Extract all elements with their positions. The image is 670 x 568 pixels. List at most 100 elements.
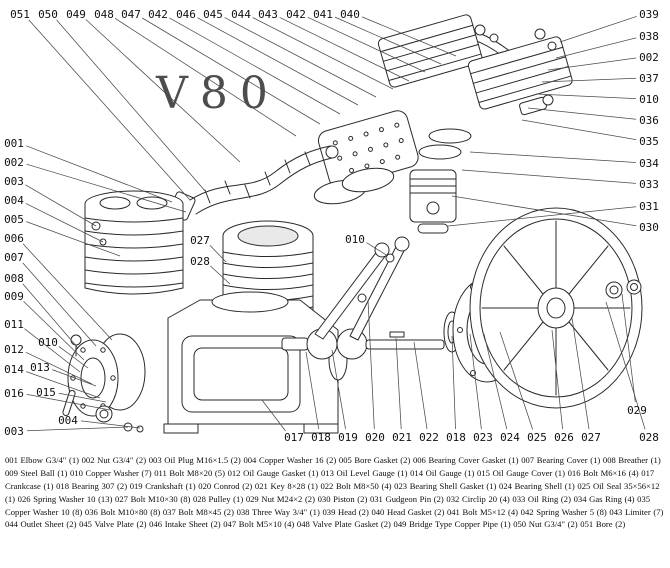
callout-013: 013 <box>30 361 50 374</box>
leader-line-022 <box>413 341 428 430</box>
leader-line-007 <box>22 262 97 347</box>
callout-046: 046 <box>176 8 196 21</box>
leader-line-018 <box>305 351 320 430</box>
callout-028: 028 <box>639 431 659 444</box>
callout-036: 036 <box>639 114 659 127</box>
leader-line-003 <box>26 426 129 432</box>
callout-049: 049 <box>66 8 86 21</box>
leader-lines <box>22 16 646 432</box>
callout-027: 027 <box>190 234 210 247</box>
callout-026: 026 <box>554 431 574 444</box>
conrod-drawing <box>314 236 410 341</box>
callout-012: 012 <box>4 343 24 356</box>
leader-line-036 <box>527 107 637 120</box>
parts-list: 001 Elbow G3/4" (1) 002 Nut G3/4" (2) 00… <box>5 455 664 530</box>
callout-003: 003 <box>4 175 24 188</box>
key-icon <box>389 331 405 338</box>
leader-line-047 <box>142 17 321 125</box>
leader-line-040 <box>361 16 457 57</box>
callout-024: 024 <box>500 431 520 444</box>
leader-line-002 <box>547 57 637 71</box>
callout-014: 014 <box>4 363 24 376</box>
gas-ring-icon <box>418 144 462 160</box>
callout-019: 019 <box>338 431 358 444</box>
leader-line-042 <box>169 17 341 115</box>
valve-plate-drawing <box>317 110 419 188</box>
leader-line-041 <box>334 16 442 65</box>
callout-041: 041 <box>313 8 333 21</box>
leader-line-006 <box>22 243 113 341</box>
leader-line-046 <box>197 17 359 106</box>
callout-042: 042 <box>148 8 168 21</box>
callout-048: 048 <box>94 8 114 21</box>
callout-004: 004 <box>58 414 78 427</box>
leader-line-017 <box>261 399 286 432</box>
callout-016: 016 <box>4 387 24 400</box>
leader-line-018 <box>451 335 456 430</box>
leader-line-050 <box>56 19 207 193</box>
leader-line-002 <box>26 163 187 213</box>
callout-030: 030 <box>639 221 659 234</box>
callout-003: 003 <box>4 425 24 438</box>
cylinder-head-left-drawing <box>377 14 483 88</box>
callout-008: 008 <box>4 272 24 285</box>
leader-line-028 <box>605 301 646 430</box>
callout-029: 029 <box>627 404 647 417</box>
head-gaskets-drawing <box>313 167 395 205</box>
callout-005: 005 <box>4 213 24 226</box>
cylinder-head-right-drawing <box>467 36 573 110</box>
callout-010: 010 <box>38 336 58 349</box>
leader-line-010 <box>535 93 637 99</box>
leader-line-043 <box>279 17 410 82</box>
leader-line-010 <box>366 242 389 257</box>
leader-line-011 <box>24 328 81 373</box>
callout-018: 018 <box>446 431 466 444</box>
leader-line-014 <box>26 371 101 399</box>
callout-035: 035 <box>639 135 659 148</box>
leader-line-016 <box>26 394 111 411</box>
callout-023: 023 <box>473 431 493 444</box>
leader-line-020 <box>367 299 375 430</box>
leader-line-013 <box>52 369 97 387</box>
leader-line-009 <box>23 301 85 361</box>
piston-drawing <box>409 128 472 234</box>
callout-027: 027 <box>581 431 601 444</box>
crankcase-drawing <box>163 291 348 434</box>
exploded-view-diagram: V80 <box>4 8 659 444</box>
callout-011: 011 <box>4 318 24 331</box>
leader-line-045 <box>224 17 377 98</box>
callout-006: 006 <box>4 232 24 245</box>
leader-line-004 <box>80 420 141 429</box>
oil-ring-icon <box>428 128 472 144</box>
callout-045: 045 <box>203 8 223 21</box>
leader-line-030 <box>451 195 637 227</box>
leader-line-035 <box>521 119 637 141</box>
leader-line-034 <box>469 151 637 163</box>
callout-010: 010 <box>345 233 365 246</box>
callout-004: 004 <box>4 194 24 207</box>
callout-015: 015 <box>36 386 56 399</box>
shaft-nut-washers-drawing <box>605 279 642 299</box>
leader-line-031 <box>447 206 637 227</box>
callout-031: 031 <box>639 200 659 213</box>
circlip-icon <box>357 293 367 303</box>
leader-line-026 <box>551 329 563 430</box>
leader-line-048 <box>114 17 297 137</box>
leader-line-008 <box>22 283 79 349</box>
leader-line-039 <box>559 16 637 43</box>
callout-002: 002 <box>639 51 659 64</box>
flywheel-pulley-drawing <box>469 207 643 409</box>
leader-line-023 <box>469 333 482 430</box>
leader-line-027 <box>571 317 590 430</box>
callout-021: 021 <box>392 431 412 444</box>
leader-line-028 <box>210 265 231 285</box>
callout-007: 007 <box>4 251 24 264</box>
leader-line-021 <box>395 337 402 430</box>
callout-034: 034 <box>639 157 659 170</box>
leader-line-019 <box>331 349 346 430</box>
leader-line-037 <box>541 77 637 83</box>
callout-040: 040 <box>340 8 360 21</box>
leader-line-027 <box>209 244 227 263</box>
